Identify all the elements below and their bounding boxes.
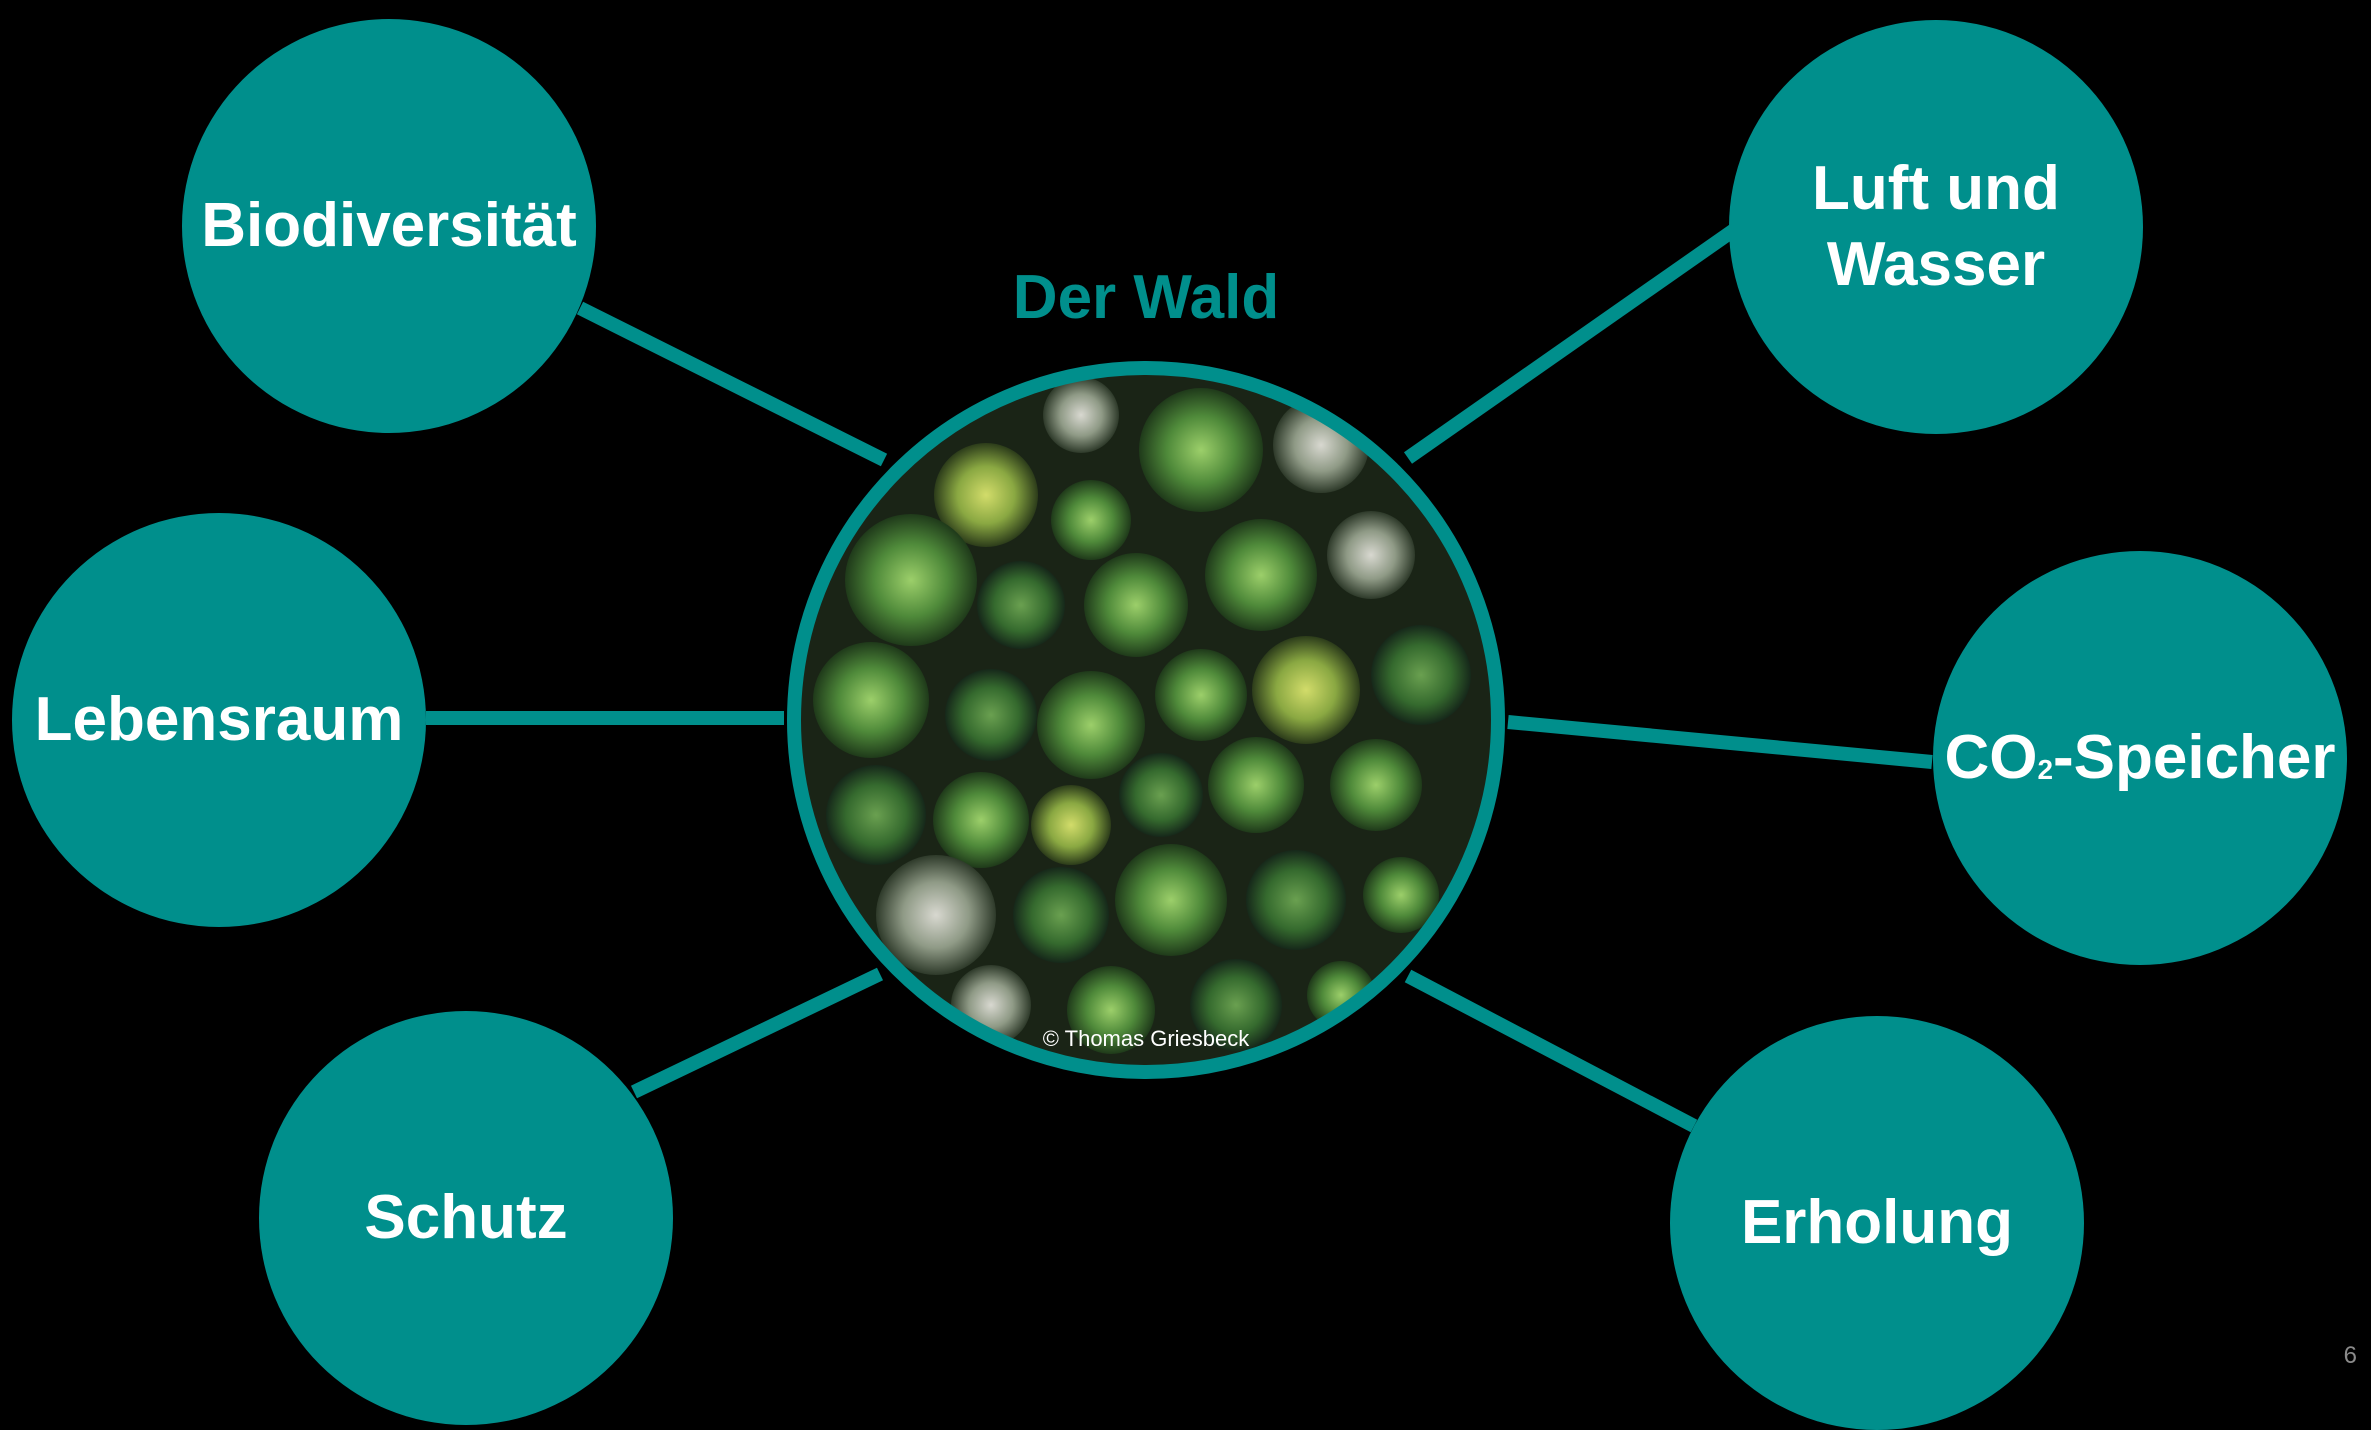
node-luft-und-wasser-line2: Wasser: [1812, 227, 2060, 303]
node-lebensraum: Lebensraum: [12, 513, 426, 927]
node-schutz: Schutz: [259, 1011, 673, 1425]
node-lebensraum-label: Lebensraum: [35, 682, 404, 758]
node-schutz-label: Schutz: [364, 1180, 567, 1256]
node-co2-prefix: CO: [1944, 723, 2037, 792]
node-biodiversitaet-label: Biodiversität: [201, 188, 577, 264]
node-biodiversitaet: Biodiversität: [182, 19, 596, 433]
node-erholung: Erholung: [1670, 1016, 2084, 1430]
node-luft-und-wasser: Luft und Wasser: [1729, 20, 2143, 434]
forest-photo: [781, 355, 1511, 1085]
node-luft-und-wasser-line1: Luft und: [1812, 151, 2060, 227]
node-co2-suffix: -Speicher: [2053, 723, 2336, 792]
node-erholung-label: Erholung: [1741, 1185, 2013, 1261]
node-co2-speicher: CO2-Speicher: [1933, 551, 2347, 965]
page-number: 6: [2344, 1342, 2357, 1370]
photo-credit: © Thomas Griesbeck: [946, 1026, 1346, 1052]
connector-co2-speicher: [1508, 722, 1932, 762]
center-title: Der Wald: [946, 262, 1346, 333]
node-co2-subscript: 2: [2037, 754, 2053, 785]
